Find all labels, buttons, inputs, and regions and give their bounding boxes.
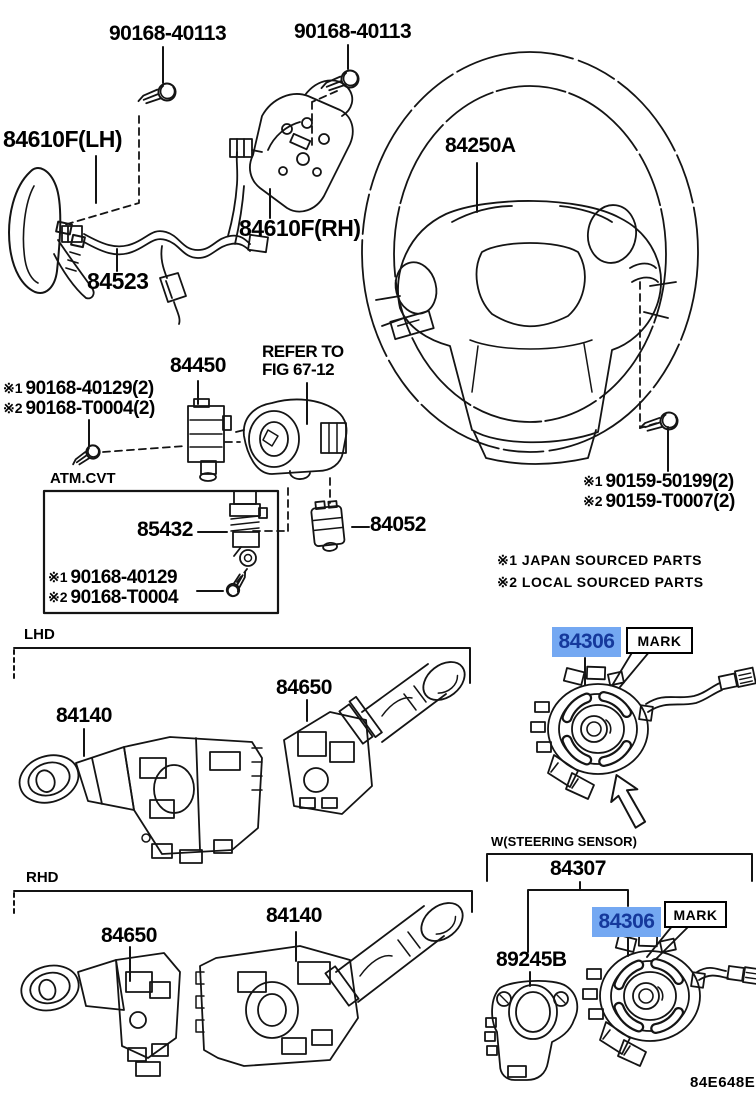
- legend-japan-sourced: ※1 JAPAN SOURCED PARTS: [497, 552, 703, 568]
- steering-sensor-caption: W(STEERING SENSOR): [491, 834, 637, 849]
- section-caption-rhd: RHD: [26, 869, 59, 886]
- refer-note-line2: FIG 67-12: [262, 360, 335, 379]
- lhd-switch-84650-drawing: [284, 654, 472, 814]
- part-number-paddle-rh: 84610F(RH): [239, 215, 361, 241]
- part-number-ignition-switch: 84052: [370, 513, 426, 536]
- ignition-housing-drawing: [236, 399, 347, 479]
- part-number-key-interlock: 85432: [137, 518, 193, 541]
- note-number: 90168-40129(2): [25, 378, 155, 399]
- mark-callout-2: MARK: [664, 901, 727, 928]
- rhd-switch-84140-drawing: [196, 895, 470, 1066]
- paddle-switch-rh-drawing: [230, 80, 353, 211]
- atm-cvt-caption: ATM.CVT: [50, 470, 116, 487]
- part-number-spiral-cable-highlighted[interactable]: 84306: [552, 627, 621, 657]
- spiral-cable-2-drawing: [583, 934, 756, 1066]
- part-number-steering-sensor: 89245B: [496, 948, 567, 971]
- part-number-key-cylinder: 84450: [170, 354, 226, 377]
- part-number-lhd-84650: 84650: [276, 676, 332, 699]
- note-number: 90159-50199(2): [605, 471, 735, 492]
- lhd-switch-84140-drawing: [13, 737, 262, 863]
- mark-callout: MARK: [626, 627, 693, 654]
- part-number-rhd-84140: 84140: [266, 904, 322, 927]
- key-interlock-drawing: [230, 491, 267, 566]
- note-number: 90168-T0004: [70, 587, 179, 608]
- section-caption-lhd: LHD: [24, 626, 55, 643]
- note-number: 90168-T0004(2): [25, 398, 156, 419]
- note-prefix: ※2: [48, 589, 68, 605]
- pointer-arrow-icon: [603, 770, 651, 833]
- paddle-switch-lh-drawing: [9, 168, 94, 298]
- part-number-sensor-assy: 84307: [550, 857, 606, 880]
- key-cylinder-drawing: [188, 399, 231, 481]
- note-prefix: ※2: [3, 400, 23, 416]
- part-number-lhd-84140: 84140: [56, 704, 112, 727]
- part-number-screw-left: 90168-40113: [109, 22, 227, 45]
- leader-lines: [14, 45, 752, 986]
- note-prefix: ※1: [583, 473, 603, 489]
- rhd-switch-84650-drawing: [17, 953, 180, 1076]
- refer-note-line1: REFER TO: [262, 342, 344, 361]
- note-prefix: ※1: [48, 569, 68, 585]
- part-number-rhd-84650: 84650: [101, 924, 157, 947]
- diagram-code: 84E648E: [690, 1074, 756, 1091]
- harness-drawing: [62, 152, 268, 324]
- note-prefix: ※1: [3, 380, 23, 396]
- spiral-cable-drawing: [531, 667, 756, 799]
- note-number: 90159-T0007(2): [605, 491, 736, 512]
- part-number-paddle-lh: 84610F(LH): [3, 126, 122, 152]
- part-number-steering-wheel: 84250A: [445, 134, 516, 157]
- steering-wheel-drawing: [362, 52, 698, 464]
- legend-local-sourced: ※2 LOCAL SOURCED PARTS: [497, 574, 704, 590]
- steering-sensor-drawing: [485, 981, 577, 1080]
- part-number-spiral-cable-2-highlighted[interactable]: 84306: [592, 907, 661, 937]
- part-number-harness: 84523: [87, 268, 149, 294]
- ignition-switch-drawing: [310, 500, 345, 553]
- atm-cvt-box: [44, 491, 278, 613]
- note-number: 90168-40129: [70, 567, 178, 588]
- part-number-screw-mid: 90168-40113: [294, 20, 412, 43]
- note-prefix: ※2: [583, 493, 603, 509]
